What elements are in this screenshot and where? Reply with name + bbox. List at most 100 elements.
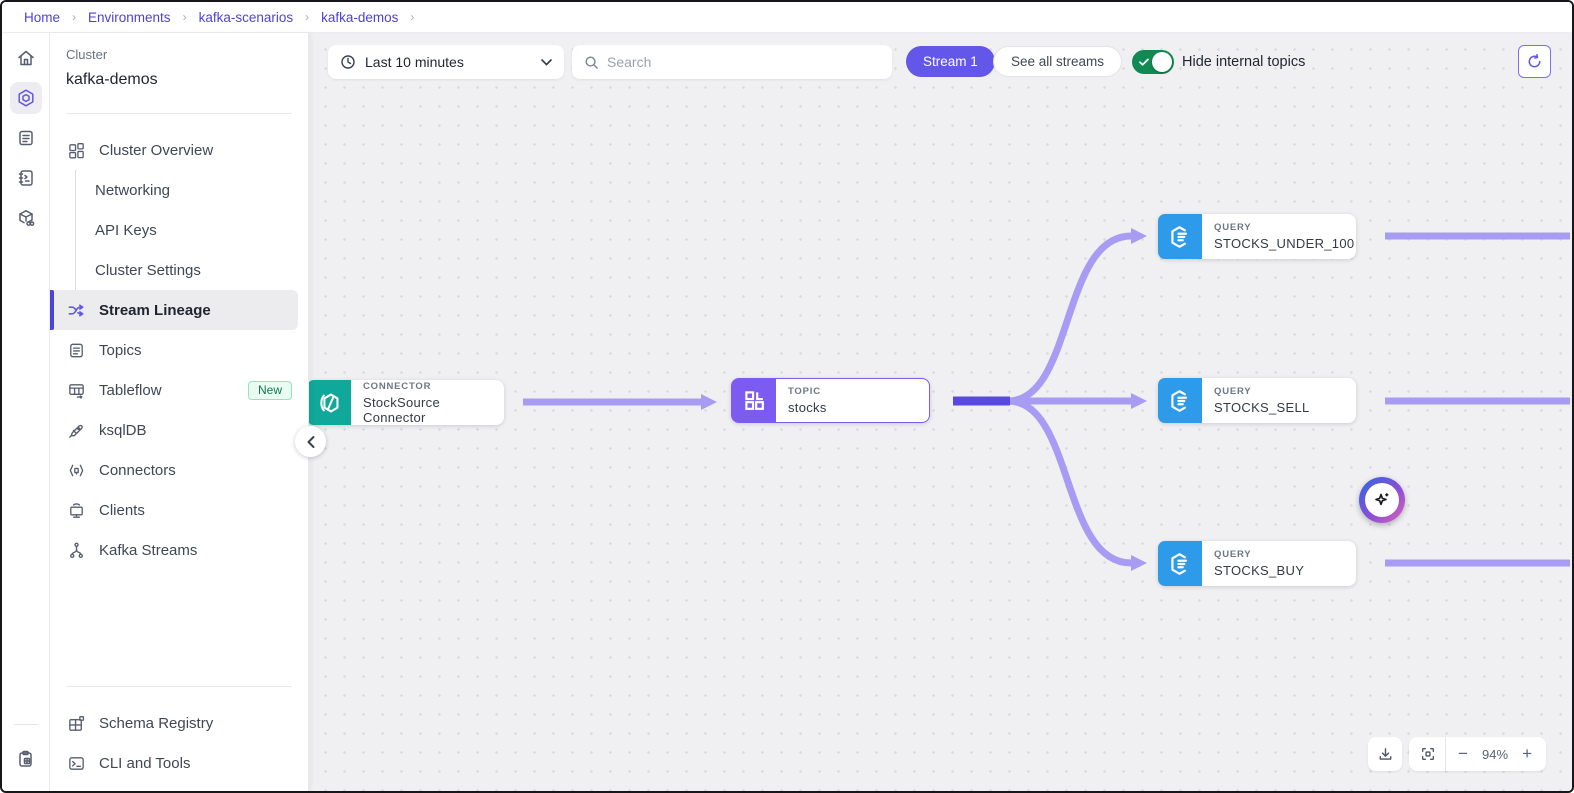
topic-node[interactable]: TOPIC stocks — [731, 378, 930, 423]
node-type-label: QUERY — [1214, 386, 1252, 397]
schema-grid-icon — [66, 713, 86, 733]
cluster-name: kafka-demos — [66, 71, 158, 88]
node-name: STOCKS_SELL — [1214, 400, 1310, 415]
sidebar-item-label: Clients — [99, 501, 145, 519]
node-name: STOCKS_BUY — [1214, 563, 1305, 578]
monitor-icon — [66, 500, 86, 520]
refresh-button[interactable] — [1518, 45, 1551, 78]
sidebar-item-topics[interactable]: Topics — [50, 330, 308, 370]
sidebar-item-label: Cluster Overview — [99, 141, 214, 159]
sidebar-item-schema-registry[interactable]: Schema Registry — [50, 703, 308, 743]
sidebar-item-networking[interactable]: Networking — [76, 170, 308, 210]
clipboard-icon[interactable] — [10, 743, 42, 775]
hide-internal-topics-toggle[interactable] — [1132, 50, 1174, 74]
sidebar-item-tableflow[interactable]: Tableflow New — [50, 370, 308, 410]
toggle-knob — [1152, 52, 1172, 72]
sidebar-item-label: Connectors — [99, 461, 176, 479]
sidebar-menu: Cluster Overview Networking API Keys Clu… — [50, 130, 308, 570]
sidebar-item-label: CLI and Tools — [99, 754, 191, 772]
breadcrumb-environment-name[interactable]: kafka-scenarios — [198, 9, 294, 25]
home-icon[interactable] — [10, 42, 42, 74]
chevron-left-icon — [307, 435, 314, 448]
cluster-overview-subitems: Networking API Keys Cluster Settings — [75, 170, 308, 290]
grid-icon — [66, 140, 86, 160]
zoom-controls: − 94% + — [1409, 737, 1547, 771]
check-icon — [1139, 58, 1149, 66]
tableflow-icon — [66, 380, 86, 400]
sidebar-item-ksqldb[interactable]: ksqlDB — [50, 410, 308, 450]
connector-node[interactable]: CONNECTOR StockSource Connector — [309, 380, 504, 425]
zoom-out-button[interactable]: − — [1458, 744, 1468, 763]
chevron-right-icon: › — [182, 10, 187, 24]
sidebar-item-label: Cluster Settings — [95, 261, 201, 279]
search-placeholder: Search — [607, 54, 652, 70]
connector-node-icon — [309, 380, 351, 425]
lineage-edges — [523, 228, 1570, 571]
query-node-icon — [1158, 378, 1202, 423]
breadcrumb-home[interactable]: Home — [24, 9, 61, 25]
ai-assistant-button[interactable] — [1359, 477, 1405, 523]
search-icon — [585, 55, 598, 69]
breadcrumb: Home › Environments › kafka-scenarios › … — [2, 2, 1572, 33]
zoom-level: 94% — [1482, 746, 1509, 762]
zoom-divider — [1445, 737, 1446, 771]
breadcrumb-environments[interactable]: Environments — [88, 9, 171, 25]
sidebar-item-cluster-overview[interactable]: Cluster Overview — [50, 130, 308, 170]
zoom-in-button[interactable]: + — [1522, 744, 1532, 763]
time-range-value: Last 10 minutes — [365, 54, 464, 70]
chevron-down-icon — [541, 58, 552, 66]
node-name: STOCKS_UNDER_100 — [1214, 236, 1355, 251]
sidebar-item-label: ksqlDB — [99, 421, 147, 439]
query-node-stocks-buy[interactable]: QUERY STOCKS_BUY — [1158, 541, 1356, 586]
chevron-right-icon: › — [305, 10, 310, 24]
download-icon — [1379, 747, 1391, 760]
sidebar-item-label: Topics — [99, 341, 142, 359]
node-type-label: TOPIC — [788, 386, 821, 397]
notebook-icon[interactable] — [10, 162, 42, 194]
download-lineage-button[interactable] — [1368, 737, 1402, 771]
streams-tree-icon — [66, 540, 86, 560]
chevron-right-icon: › — [72, 10, 77, 24]
node-name: stocks — [788, 400, 827, 415]
sidebar-item-kafka-streams[interactable]: Kafka Streams — [50, 530, 308, 570]
node-name: StockSource Connector — [363, 394, 441, 425]
rocket-icon — [66, 420, 86, 440]
stream-lineage-canvas[interactable]: Last 10 minutes Search Stream 1 See all … — [309, 33, 1572, 791]
sidebar-collapse-button[interactable] — [295, 426, 326, 457]
sidebar-item-label: Stream Lineage — [99, 301, 211, 319]
sidebar-item-connectors[interactable]: Connectors — [50, 450, 308, 490]
sidebar-item-label: Schema Registry — [99, 714, 214, 732]
environment-cube-link-icon[interactable] — [10, 202, 42, 234]
sidebar-item-stream-lineage[interactable]: Stream Lineage — [50, 290, 298, 330]
document-icon — [66, 340, 86, 360]
fit-view-icon — [1422, 748, 1434, 760]
node-type-label: CONNECTOR — [363, 380, 432, 392]
sidebar-item-label: Networking — [95, 181, 171, 199]
search-input[interactable]: Search — [572, 45, 892, 79]
refresh-icon — [1528, 53, 1541, 68]
new-badge: New — [247, 380, 292, 400]
node-type-label: QUERY — [1214, 549, 1252, 560]
icon-rail — [2, 33, 50, 791]
see-all-streams-button[interactable]: See all streams — [993, 46, 1123, 77]
query-node-stocks-sell[interactable]: QUERY STOCKS_SELL — [1158, 378, 1356, 423]
node-type-label: QUERY — [1214, 222, 1252, 233]
sidebar-item-clients[interactable]: Clients — [50, 490, 308, 530]
query-node-icon — [1158, 541, 1202, 586]
hide-internal-topics-label: Hide internal topics — [1182, 54, 1306, 70]
sidebar-item-cluster-settings[interactable]: Cluster Settings — [76, 250, 308, 290]
rail-divider — [13, 724, 38, 725]
stream-1-button[interactable]: Stream 1 — [906, 46, 995, 77]
fit-view-button[interactable] — [1413, 737, 1443, 771]
plug-brackets-icon — [66, 460, 86, 480]
sidebar-item-api-keys[interactable]: API Keys — [76, 210, 308, 250]
terminal-icon — [66, 753, 86, 773]
cluster-hexagon-icon[interactable] — [9, 82, 42, 114]
breadcrumb-cluster-name[interactable]: kafka-demos — [321, 9, 399, 25]
query-node-stocks-under-100[interactable]: QUERY STOCKS_UNDER_100 — [1158, 214, 1356, 259]
time-range-select[interactable]: Last 10 minutes — [328, 45, 564, 79]
sidebar-item-cli-and-tools[interactable]: CLI and Tools — [50, 743, 308, 783]
cluster-sidebar: Cluster kafka-demos Cluster Overview Net… — [50, 33, 309, 791]
topics-document-icon[interactable] — [10, 122, 42, 154]
